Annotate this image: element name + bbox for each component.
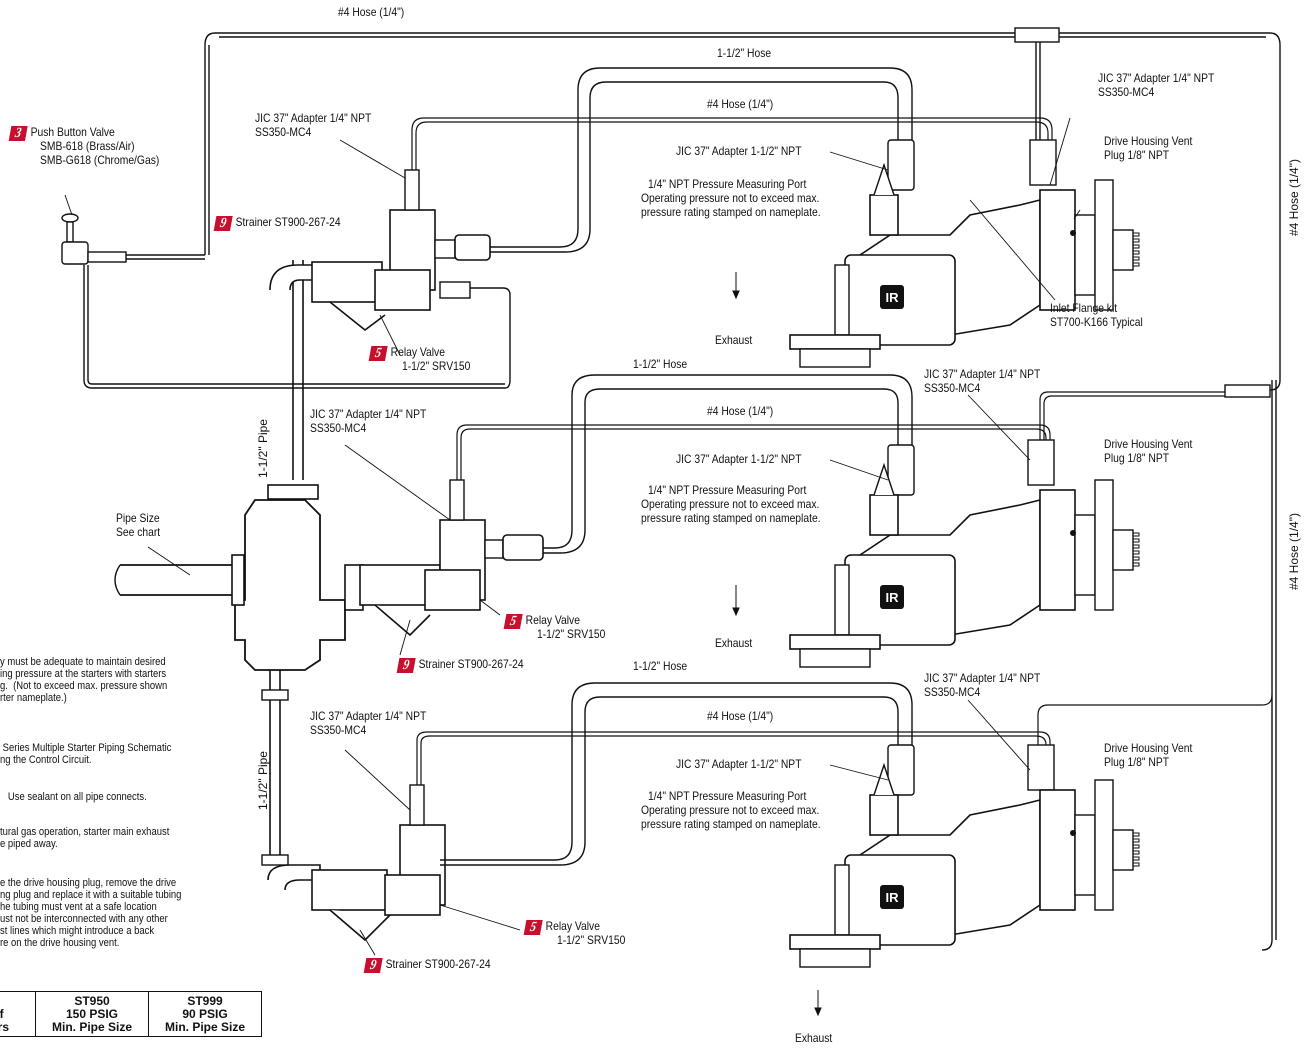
right-hose-label-bottom: #4 Hose (1/4"): [1287, 513, 1301, 590]
note-line: tural gas operation, starter main exhaus…: [0, 826, 170, 838]
jic-adapter-large-label-1: JIC 37" Adapter 1-1/2" NPT: [676, 144, 802, 158]
callout-badge-5: 5: [368, 346, 388, 361]
jic-adapter-part-2: SS350-MC4: [310, 421, 367, 435]
jic-adapter-label-2: JIC 37" Adapter 1/4" NPT: [310, 407, 427, 421]
hose-4-label-2: #4 Hose (1/4"): [707, 404, 774, 418]
callout-badge-9: 9: [213, 216, 233, 231]
pipe-size-label: Pipe Size: [116, 511, 160, 525]
pressure-port-note-1b: pressure rating stamped on nameplate.: [641, 205, 821, 219]
note-line: re on the drive housing vent.: [0, 937, 120, 949]
jic-adapter-label-1: JIC 37" Adapter 1/4" NPT: [255, 111, 372, 125]
jic-adapter-right-part-3: SS350-MC4: [924, 685, 981, 699]
note-line: st lines which might introduce a back: [0, 925, 155, 937]
note-line: he tubing must vent at a safe location: [0, 901, 157, 913]
callout-badge-5: 5: [503, 614, 523, 629]
jic-adapter-large-label-3: JIC 37" Adapter 1-1/2" NPT: [676, 757, 802, 771]
exhaust-label-3: Exhaust: [795, 1031, 833, 1045]
note-line: ng the Control Circuit.: [0, 754, 92, 766]
relay-valve-1-icon: [269, 169, 491, 332]
pressure-port-note-3a: Operating pressure not to exceed max.: [641, 803, 820, 817]
push-button-valve-part-2: SMB-G618 (Chrome/Gas): [40, 153, 160, 167]
pipe-label-upper: 1-1/2" Pipe: [256, 419, 270, 478]
callout-badge-9: 9: [396, 658, 416, 673]
top-hose-label: #4 Hose (1/4"): [338, 5, 405, 19]
hose-1-5-label-3: 1-1/2" Hose: [633, 659, 688, 673]
callout-badge-9: 9: [363, 958, 383, 973]
exhaust-label-1: Exhaust: [715, 333, 753, 347]
pressure-port-note-2a: Operating pressure not to exceed max.: [641, 497, 820, 511]
vent-label-2: Drive Housing Vent: [1104, 437, 1193, 451]
relay-valve-3-icon: [267, 784, 446, 942]
hose-1-5-label-1: 1-1/2" Hose: [717, 46, 772, 60]
pipe-size-note: See chart: [116, 525, 161, 539]
hose-1-5-label-2: 1-1/2" Hose: [633, 357, 688, 371]
note-line: rter nameplate.): [0, 692, 67, 704]
pressure-port-note-1a: Operating pressure not to exceed max.: [641, 191, 820, 205]
note-line: e the drive housing plug, remove the dri…: [0, 877, 177, 889]
note-line: e piped away.: [0, 838, 58, 850]
note-line: ng plug and replace it with a suitable t…: [0, 889, 182, 901]
pressure-port-label-2: 1/4" NPT Pressure Measuring Port: [648, 483, 807, 497]
pressure-port-label-3: 1/4" NPT Pressure Measuring Port: [648, 789, 807, 803]
pressure-port-note-3b: pressure rating stamped on nameplate.: [641, 817, 821, 831]
exhaust-label-2: Exhaust: [715, 636, 753, 650]
vent-part-1: Plug 1/8" NPT: [1104, 148, 1170, 162]
jic-adapter-part-1: SS350-MC4: [255, 125, 312, 139]
relay-valve-part-1: 1-1/2" SRV150: [402, 359, 471, 373]
note-line: y must be adequate to maintain desired: [0, 656, 166, 668]
note-line: ing pressure at the starters with starte…: [0, 668, 167, 680]
note-line: ust not be interconnected with any other: [0, 913, 168, 925]
note-line: Series Multiple Starter Piping Schematic: [0, 742, 172, 754]
jic-adapter-right-label-3: JIC 37" Adapter 1/4" NPT: [924, 671, 1041, 685]
vent-part-3: Plug 1/8" NPT: [1104, 755, 1170, 769]
pressure-port-label-1: 1/4" NPT Pressure Measuring Port: [648, 177, 807, 191]
relay-valve-2-icon: [359, 479, 544, 637]
inlet-flange-part: ST700-K166 Typical: [1050, 315, 1143, 329]
jic-adapter-right-part-1: SS350-MC4: [1098, 85, 1155, 99]
jic-adapter-large-label-2: JIC 37" Adapter 1-1/2" NPT: [676, 452, 802, 466]
push-button-valve-icon: [61, 213, 127, 265]
vent-part-2: Plug 1/8" NPT: [1104, 451, 1170, 465]
hose-4-label-3: #4 Hose (1/4"): [707, 709, 774, 723]
note-line: g. (Not to exceed max. pressure shown: [0, 680, 168, 692]
note-line: Use sealant on all pipe connects.: [0, 791, 147, 803]
pipe-label-lower: 1-1/2" Pipe: [256, 751, 270, 810]
jic-adapter-part-3: SS350-MC4: [310, 723, 367, 737]
inlet-flange-label: Inlet Flange kit: [1050, 301, 1118, 315]
callout-badge-3: 3: [8, 126, 28, 141]
hose-4-label-1: #4 Hose (1/4"): [707, 97, 774, 111]
vent-label-1: Drive Housing Vent: [1104, 134, 1193, 148]
jic-adapter-right-part-2: SS350-MC4: [924, 381, 981, 395]
jic-adapter-right-label-1: JIC 37" Adapter 1/4" NPT: [1098, 71, 1215, 85]
callout-badge-5: 5: [523, 920, 543, 935]
push-button-valve-part-1: SMB-618 (Brass/Air): [40, 139, 135, 153]
jic-adapter-right-label-2: JIC 37" Adapter 1/4" NPT: [924, 367, 1041, 381]
relay-valve-part-2: 1-1/2" SRV150: [537, 627, 606, 641]
table-header-starters: ofters: [0, 991, 36, 1037]
jic-adapter-label-3: JIC 37" Adapter 1/4" NPT: [310, 709, 427, 723]
pressure-port-note-2b: pressure rating stamped on nameplate.: [641, 511, 821, 525]
right-hose-label-top: #4 Hose (1/4"): [1287, 159, 1301, 236]
vent-label-3: Drive Housing Vent: [1104, 741, 1193, 755]
relay-valve-part-3: 1-1/2" SRV150: [557, 933, 626, 947]
